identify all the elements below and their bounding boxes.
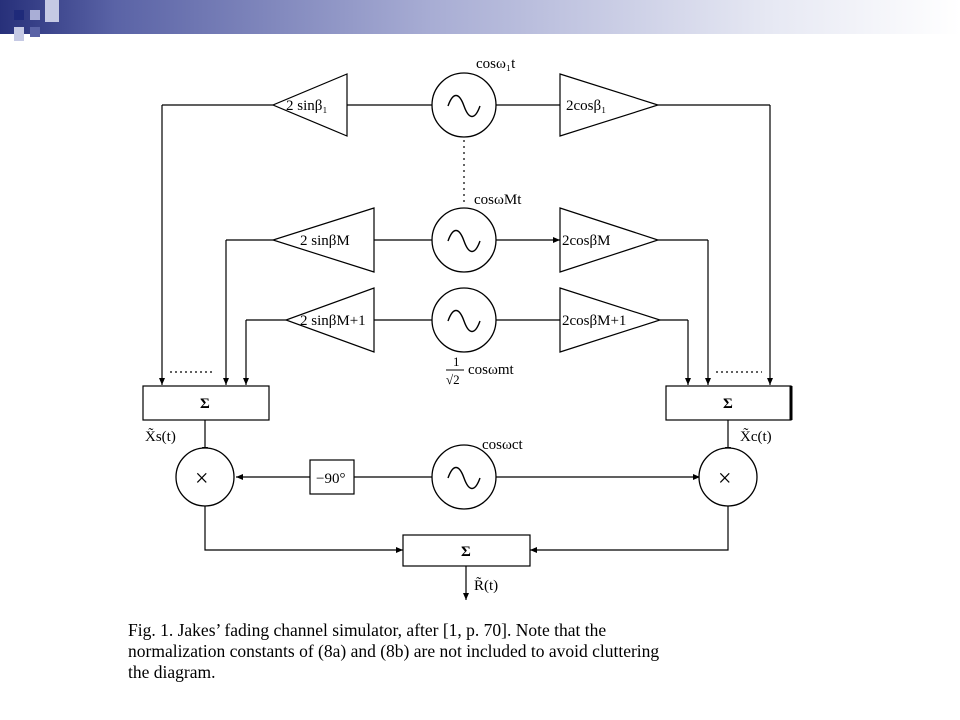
sin-gain-M1-label: 2 sinβM+1: [300, 313, 366, 329]
oscillator-M-label: cosωMt: [474, 192, 522, 208]
logo-square-light: [30, 10, 40, 20]
caption-line-2: normalization constants of (8a) and (8b)…: [128, 641, 660, 661]
sin-gain-M-label: 2 sinβM: [300, 233, 350, 249]
left-summer-label: Σ: [200, 396, 210, 412]
phase-shifter-label: −90°: [316, 471, 345, 487]
cos-gain-M-triangle: [559, 207, 660, 273]
sine-icon: [447, 466, 481, 490]
cos-gain-M1-label: 2cosβM+1: [562, 313, 626, 329]
sin-gain-M1-triangle: [284, 287, 375, 353]
r-signal-label: R̃(t): [474, 577, 498, 594]
xs-signal-label: X̃s(t): [145, 428, 176, 445]
figure-caption: Fig. 1. Jakes’ fading channel simulator,…: [128, 620, 828, 683]
left-multiplier: [175, 447, 235, 507]
oscillator-M1-label: cosωmt: [468, 362, 515, 378]
oscillator-M1-num: 1: [453, 354, 460, 369]
sine-icon: [447, 94, 481, 118]
caption-line-1: Fig. 1. Jakes’ fading channel simulator,…: [128, 620, 607, 640]
caption-line-3: the diagram.: [128, 662, 216, 682]
right-summer-label: Σ: [723, 396, 733, 412]
bottom-summer-label: Σ: [461, 544, 471, 560]
sine-icon: [447, 309, 481, 333]
phase-shifter-box: [309, 459, 355, 495]
cos-gain-M-label: 2cosβM: [562, 233, 610, 249]
xc-signal-label: X̃c(t): [740, 428, 772, 445]
cos-gain-1-triangle: [559, 73, 660, 137]
oscillator-M1-den: √2: [446, 372, 460, 387]
carrier-label: cosωct: [482, 437, 524, 453]
right-mult-to-sum: [530, 506, 729, 553]
logo-square-dark: [14, 10, 24, 20]
left-mult-to-sum: [204, 506, 403, 553]
logo-square-mid: [30, 27, 40, 37]
right-summer-box: [665, 385, 792, 421]
logo-square-light-3: [14, 27, 24, 41]
cos-gain-1-label: 2cosβ₁: [566, 98, 606, 114]
bottom-summer-box: [402, 534, 531, 567]
cos-gain-M1-triangle: [559, 287, 662, 353]
sin-gain-1-triangle: [271, 73, 348, 137]
sin-gain-1-label: 2 sinβ₁: [286, 98, 328, 114]
right-multiplier: [698, 447, 758, 507]
right-multiplier-symbol: ×: [718, 466, 732, 492]
left-summer-box: [142, 385, 270, 421]
sin-gain-M-triangle: [271, 207, 375, 273]
logo-square-light-2: [45, 0, 59, 22]
header-band: [0, 0, 960, 34]
left-multiplier-symbol: ×: [195, 466, 209, 492]
jakes-simulator-diagram: cosω₁t cosωMt 1 √2 cosωmt cosωct 2 sinβ₁…: [142, 56, 793, 600]
sine-icon: [447, 229, 481, 253]
oscillator-1-label: cosω₁t: [476, 56, 516, 72]
